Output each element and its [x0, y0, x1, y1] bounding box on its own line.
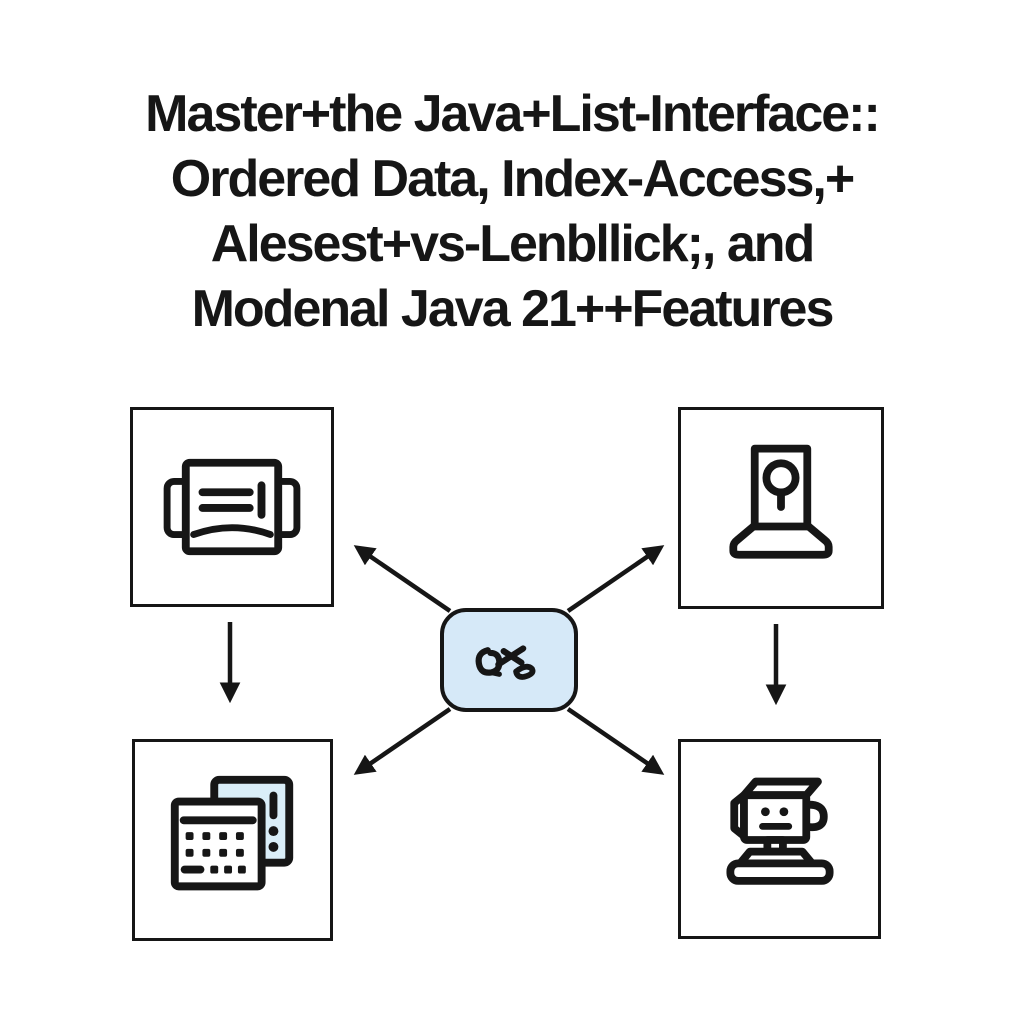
title-line-2: Ordered Data, Index-Access,+: [170, 150, 855, 208]
arrow-center-to-top-right: [566, 545, 665, 613]
node-bottom-left: [132, 739, 333, 941]
title-line-1: Master+the Java+List-Interface::: [145, 85, 881, 143]
calendar-grid-icon: [170, 775, 293, 891]
node-top-right: [678, 407, 884, 609]
node-top-left: [130, 407, 334, 607]
arrow-center-to-top-left: [353, 545, 452, 613]
java-scribble-icon: [475, 645, 536, 680]
arrow-center-to-bottom-left: [353, 707, 452, 775]
page-title: Master+the Java+List-Interface:: Ordered…: [0, 82, 1024, 342]
robot-icon: [725, 777, 834, 885]
node-bottom-right: [678, 739, 881, 939]
arrow-center-to-bottom-right: [566, 707, 665, 775]
list-card-icon: [163, 458, 301, 556]
center-node: [440, 608, 578, 712]
title-line-4: Modenal Java 21++Features: [191, 280, 835, 338]
document-search-icon: [729, 444, 833, 559]
title-line-3: Alesest+vs-Lenbllick;, and: [210, 215, 816, 273]
